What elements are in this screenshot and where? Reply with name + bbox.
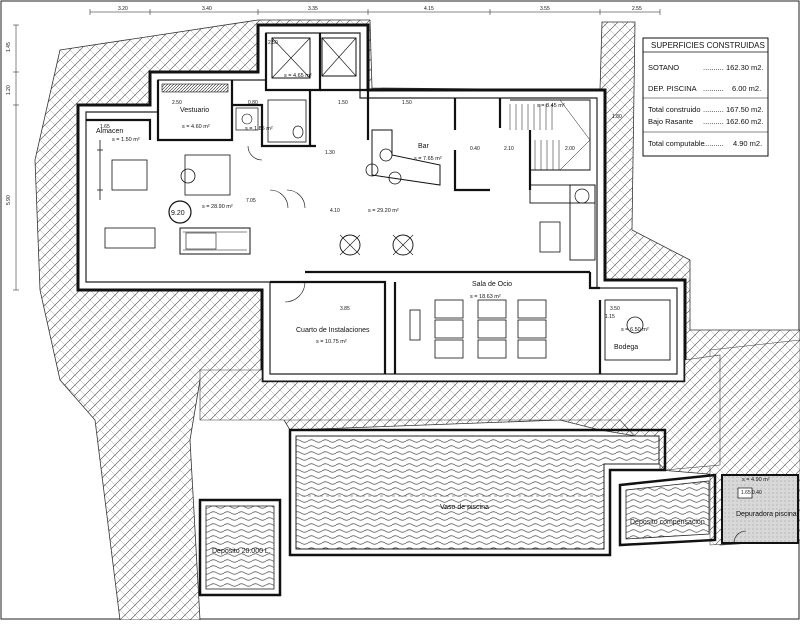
table-row-value: 6.00 m2.: [732, 84, 761, 93]
note-d10: 7.05: [246, 198, 256, 204]
table-row-value: 162.60 m2.: [726, 117, 764, 126]
table-row-dots: ..........: [703, 105, 724, 114]
bodega-name: Bodega: [614, 344, 638, 351]
note-d16: 0.40: [752, 490, 762, 496]
ascensor-area: s = 4.65 m²: [284, 73, 312, 79]
almacen-area: s = 1.50 m²: [112, 137, 140, 143]
interior-walls: [86, 33, 602, 374]
note-d1: 2.50: [172, 100, 182, 106]
note-d9: 4.10: [330, 208, 340, 214]
compensation-tank: [618, 473, 717, 547]
top-dimension-labels: 3.20 3.40 3.35 4.15 3.55 2.55: [118, 6, 642, 12]
vestuario-area: s = 4.60 m²: [182, 124, 210, 130]
left-dim-3: 5.90: [6, 195, 12, 205]
sala-name: Sala de Ocio: [472, 281, 512, 288]
main-area: s = 29.20 m²: [368, 208, 399, 214]
door-swings: [247, 145, 306, 303]
water-tank: [198, 498, 282, 597]
note-d2: 2.50: [268, 40, 278, 46]
left-dim-2: 1.20: [6, 85, 12, 95]
pool: [288, 428, 667, 557]
note-d13: 2.00: [565, 146, 575, 152]
vestuario-fixtures: [161, 83, 259, 131]
lounge-sofa: [529, 184, 596, 261]
top-dim-3: 3.35: [308, 6, 318, 12]
instalaciones-area: s = 10.75 m²: [316, 339, 347, 345]
gym-area: [97, 140, 251, 255]
pump-room: [721, 474, 799, 544]
staircase: [509, 99, 591, 171]
left-dim-1: 1.45: [6, 42, 12, 52]
bar-area: s = 7.65 m²: [414, 156, 442, 162]
compensacion-name: Deposito compensacion: [630, 519, 705, 526]
building-footprint: [76, 23, 687, 384]
top-dim-5: 3.55: [540, 6, 550, 12]
table-row-value: 167.50 m2.: [726, 105, 764, 114]
wc-area: s = 1.85 m²: [245, 126, 273, 132]
note-d15: 3.50: [610, 306, 620, 312]
note-d18: 1.80: [612, 114, 622, 120]
gym-area-text: s = 28.90 m²: [202, 204, 233, 210]
piscina-name: Vaso de piscina: [440, 504, 489, 511]
depuradora-area: s = 4.90 m²: [742, 477, 770, 483]
note-d17: 1.65: [741, 490, 751, 496]
table-row-dots: ..........: [703, 84, 724, 93]
note-d3: 0.80: [248, 100, 258, 106]
top-dim-2: 3.40: [202, 6, 212, 12]
garden-zone: [199, 354, 721, 471]
note-d6: 1.30: [325, 150, 335, 156]
bar-counter: [365, 129, 441, 186]
table-row-dots: ..........: [703, 117, 724, 126]
note-d4: 1.50: [338, 100, 348, 106]
note-d8: 2.10: [504, 146, 514, 152]
table-title: SUPERFICIES CONSTRUIDAS: [651, 41, 765, 50]
surfaces-table: SUPERFICIES CONSTRUIDAS SOTANO .........…: [642, 37, 769, 157]
bodega-area: [604, 299, 671, 361]
note-d11: 1.65: [100, 124, 110, 130]
wc-fixtures: [267, 99, 307, 143]
bar-name: Bar: [418, 143, 430, 150]
stair-area: s = 8.45 m²: [537, 103, 565, 109]
dimension-lines: [13, 9, 661, 291]
table-row-label: SOTANO: [648, 63, 679, 72]
table-row-dots: ..........: [703, 63, 724, 72]
small-annotations: 2.50 2.50 0.80 1.50 1.50 1.30 0.40 2.10 …: [100, 40, 762, 496]
room-labels: Vestuario s = 4.60 m² Almacen s = 1.50 m…: [96, 73, 797, 555]
note-d14: 1.15: [605, 314, 615, 320]
table-row-dots: ..........: [703, 139, 724, 148]
table-row-label: Bajo Rasante: [648, 117, 693, 126]
vestuario-name: Vestuario: [180, 107, 209, 114]
cinema-seats: [409, 299, 547, 359]
depuradora-name: Depuradora piscina: [736, 511, 797, 518]
note-d7: 0.40: [470, 146, 480, 152]
table-row-label: Total computable: [648, 139, 705, 148]
instalaciones-name: Cuarto de Instalaciones: [296, 327, 370, 334]
top-dim-1: 3.20: [118, 6, 128, 12]
table-row-label: Total construido: [648, 105, 701, 114]
left-dimension-labels: 1.45 1.20 5.90: [6, 42, 12, 205]
almacen-name: Almacen: [96, 128, 123, 135]
lift-shaft: [271, 37, 357, 79]
note-d12: 3.85: [340, 306, 350, 312]
deposito-name: Deposito 20.000 L.: [212, 548, 271, 555]
gym-badge: [168, 200, 192, 224]
sala-area: s = 18.63 m²: [470, 294, 501, 300]
bodega-area: s = 6.50 m²: [621, 327, 649, 333]
top-dim-6: 2.55: [632, 6, 642, 12]
table-row-label: DEP. PISCINA: [648, 84, 697, 93]
table-row-value: 4.90 m2.: [733, 139, 762, 148]
note-d5: 1.50: [402, 100, 412, 106]
dining-tables: [339, 234, 414, 256]
top-dim-4: 4.15: [424, 6, 434, 12]
table-row-value: 162.30 m2.: [726, 63, 764, 72]
gym-badge-text: 9.20: [171, 210, 185, 217]
